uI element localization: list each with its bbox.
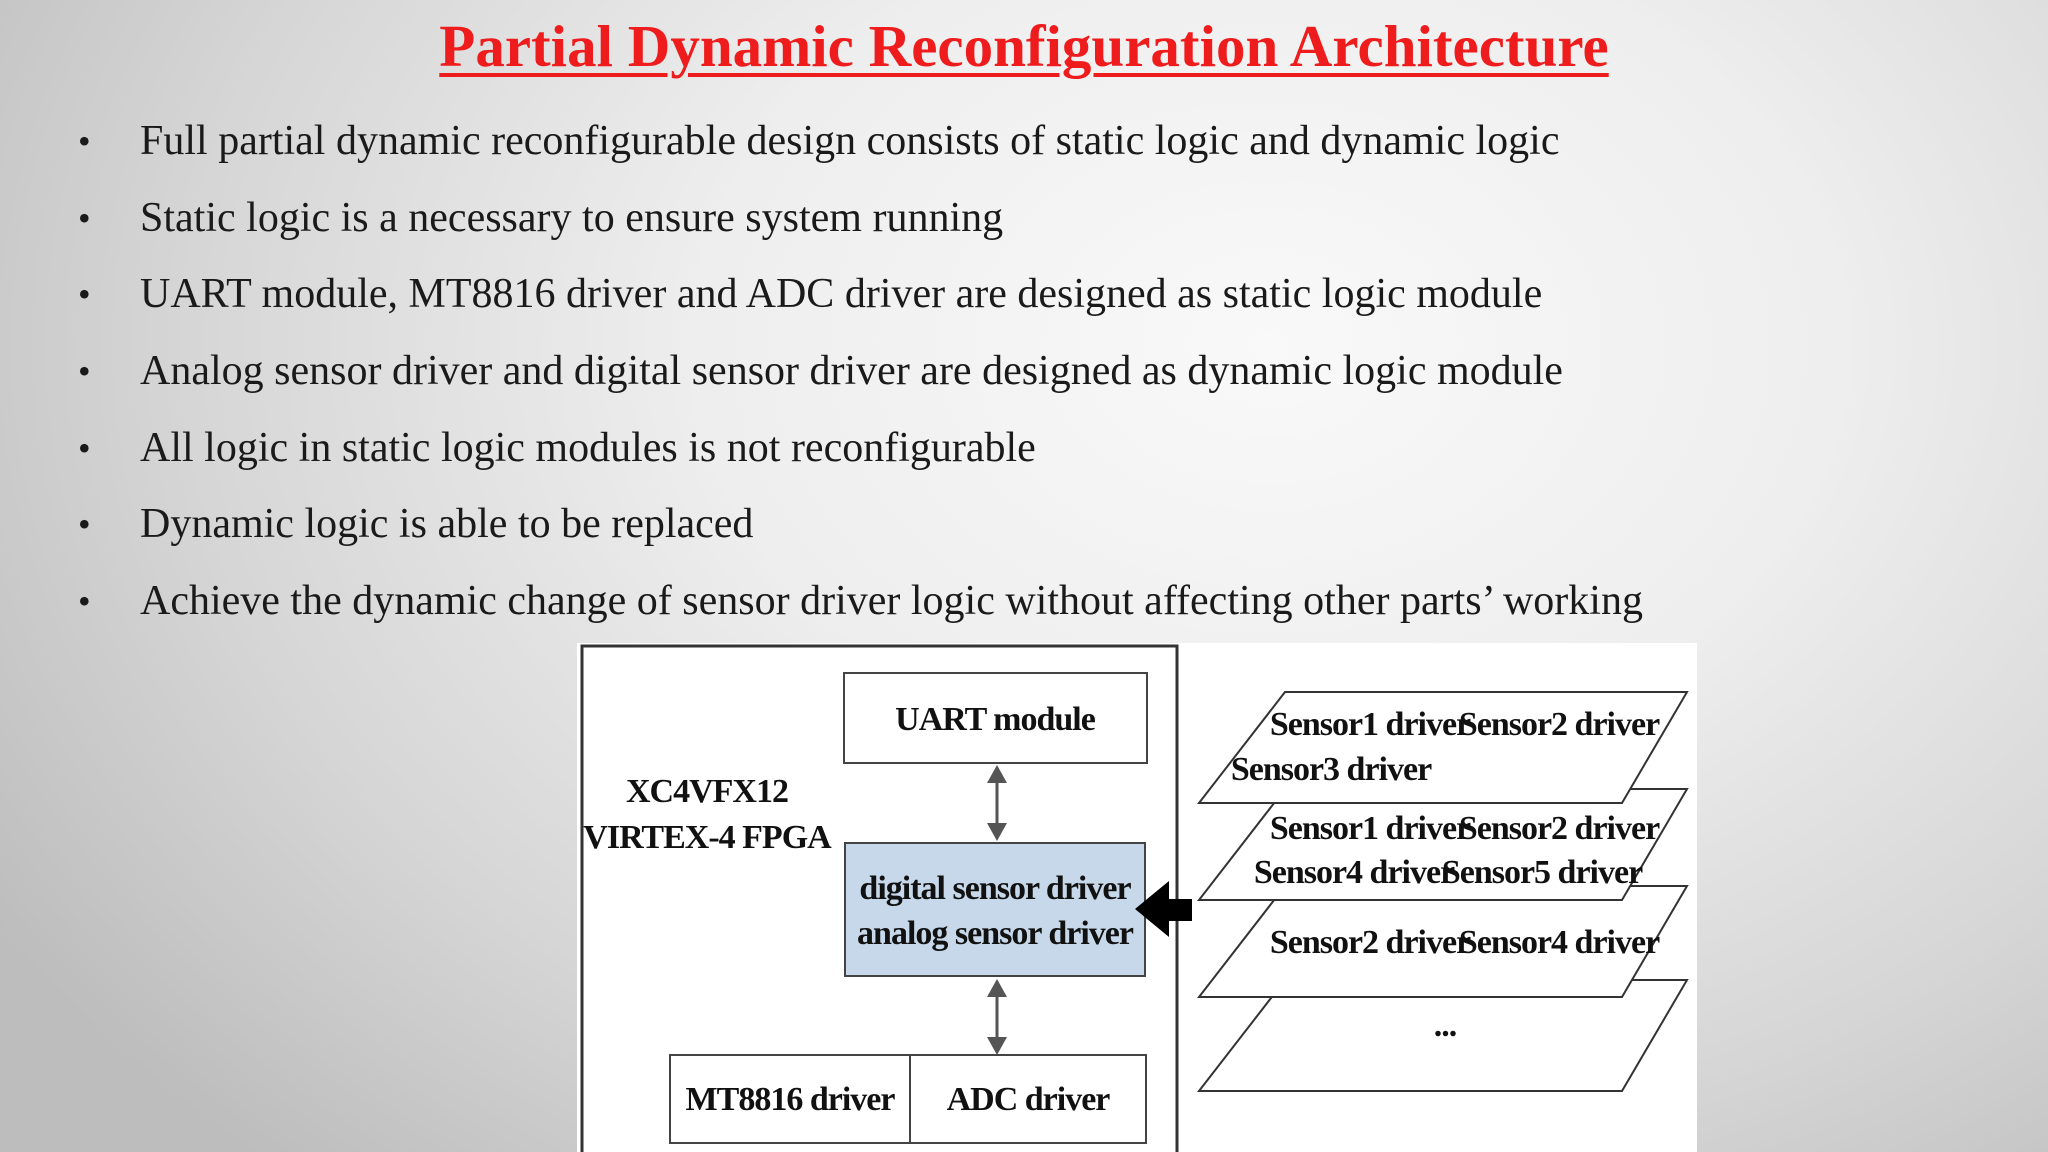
slide-title: Partial Dynamic Reconfiguration Architec… [439, 13, 1609, 79]
fpga-label-line2: VIRTEX-4 FPGA [583, 819, 832, 856]
bullet-icon: • [78, 198, 91, 238]
bullet-text: Analog sensor driver and digital sensor … [140, 348, 1563, 394]
bullet-text: UART module, MT8816 driver and ADC drive… [140, 271, 1543, 317]
bullet-item: • Static logic is a necessary to ensure … [0, 188, 1900, 248]
bidirectional-arrow-bottom [987, 979, 1007, 1055]
bullet-item: • Dynamic logic is able to be replaced [0, 494, 1900, 554]
bullet-text: All logic in static logic modules is not… [140, 425, 1036, 471]
bullet-item: • Achieve the dynamic change of sensor d… [0, 571, 1900, 631]
bullet-item: • UART module, MT8816 driver and ADC dri… [0, 264, 1900, 324]
layer2-driver-c: Sensor4 driver [1254, 854, 1455, 891]
digital-sensor-driver-label: digital sensor driver [859, 870, 1131, 907]
layer2-driver-a: Sensor1 driver [1270, 810, 1471, 847]
layer1-driver-a: Sensor1 driver [1270, 706, 1471, 743]
dynamic-region-box [844, 842, 1146, 977]
uart-module-label: UART module [895, 701, 1096, 738]
bullet-text: Full partial dynamic reconfigurable desi… [140, 118, 1560, 164]
layer3-driver-a: Sensor2 driver [1270, 924, 1471, 961]
layer1-driver-b: Sensor2 driver [1459, 706, 1660, 743]
mt8816-driver-label: MT8816 driver [686, 1081, 896, 1118]
layer4-ellipsis: ... [1434, 1007, 1457, 1044]
layer2-driver-b: Sensor2 driver [1459, 810, 1660, 847]
architecture-diagram-svg: XC4VFX12 VIRTEX-4 FPGA UART module digit… [580, 644, 1689, 1152]
architecture-diagram: XC4VFX12 VIRTEX-4 FPGA UART module digit… [577, 643, 1697, 1152]
bullet-icon: • [78, 504, 91, 544]
layer1-driver-c: Sensor3 driver [1231, 751, 1432, 788]
adc-driver-label: ADC driver [947, 1081, 1111, 1118]
bullet-text: Static logic is a necessary to ensure sy… [140, 195, 1004, 241]
layer2-driver-d: Sensor5 driver [1442, 854, 1643, 891]
bullet-icon: • [78, 581, 91, 621]
bullet-item: • Full partial dynamic reconfigurable de… [0, 111, 1900, 171]
uart-module-box [843, 672, 1148, 764]
adc-driver-box [909, 1054, 1147, 1144]
bullet-text: Dynamic logic is able to be replaced [140, 501, 754, 547]
bitstream-layer-1 [1196, 691, 1689, 804]
bullet-item: • Analog sensor driver and digital senso… [0, 341, 1900, 401]
load-arrow-icon [1135, 881, 1192, 937]
bullet-icon: • [78, 428, 91, 468]
bullet-text: Achieve the dynamic change of sensor dri… [140, 578, 1643, 624]
bullet-icon: • [78, 121, 91, 161]
bullet-icon: • [78, 351, 91, 391]
bullet-icon: • [78, 274, 91, 314]
mt8816-driver-box [669, 1054, 911, 1144]
bidirectional-arrow-top [987, 765, 1007, 841]
layer3-driver-b: Sensor4 driver [1459, 924, 1660, 961]
fpga-label-line1: XC4VFX12 [626, 773, 788, 810]
analog-sensor-driver-label: analog sensor driver [857, 915, 1134, 952]
bullet-item: • All logic in static logic modules is n… [0, 418, 1900, 478]
